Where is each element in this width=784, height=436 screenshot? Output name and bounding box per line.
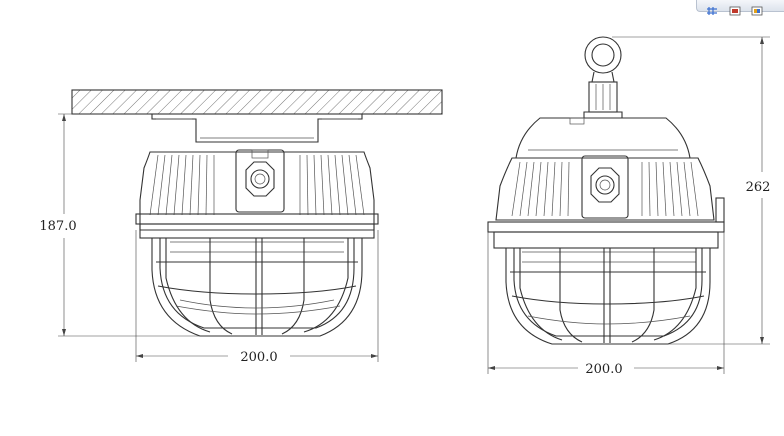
ceiling-plate [71,89,443,115]
heatsink-body [135,149,379,239]
eye-hook [583,36,623,119]
left-height-dimension [58,113,200,337]
right-view: 200.0 262 [487,36,771,377]
grid-tool-icon[interactable] [707,1,719,15]
dome-cover [515,117,691,159]
guard-cage [151,238,363,337]
right-width-dimension [487,232,725,374]
floating-toolbar [696,0,784,15]
right-guard-cage [505,248,711,345]
right-height-dimension [612,36,770,345]
right-heatsink-body [487,155,725,249]
image-tool-icon[interactable] [729,1,741,15]
left-width-label: 200.0 [240,350,277,365]
left-width-dimension [135,230,379,362]
left-height-label: 187.0 [39,219,76,234]
right-height-label: 262 [746,180,771,195]
color-tool-icon[interactable] [751,1,763,15]
right-width-label: 200.0 [585,362,622,377]
left-view: 200.0 187.0 [39,89,443,365]
